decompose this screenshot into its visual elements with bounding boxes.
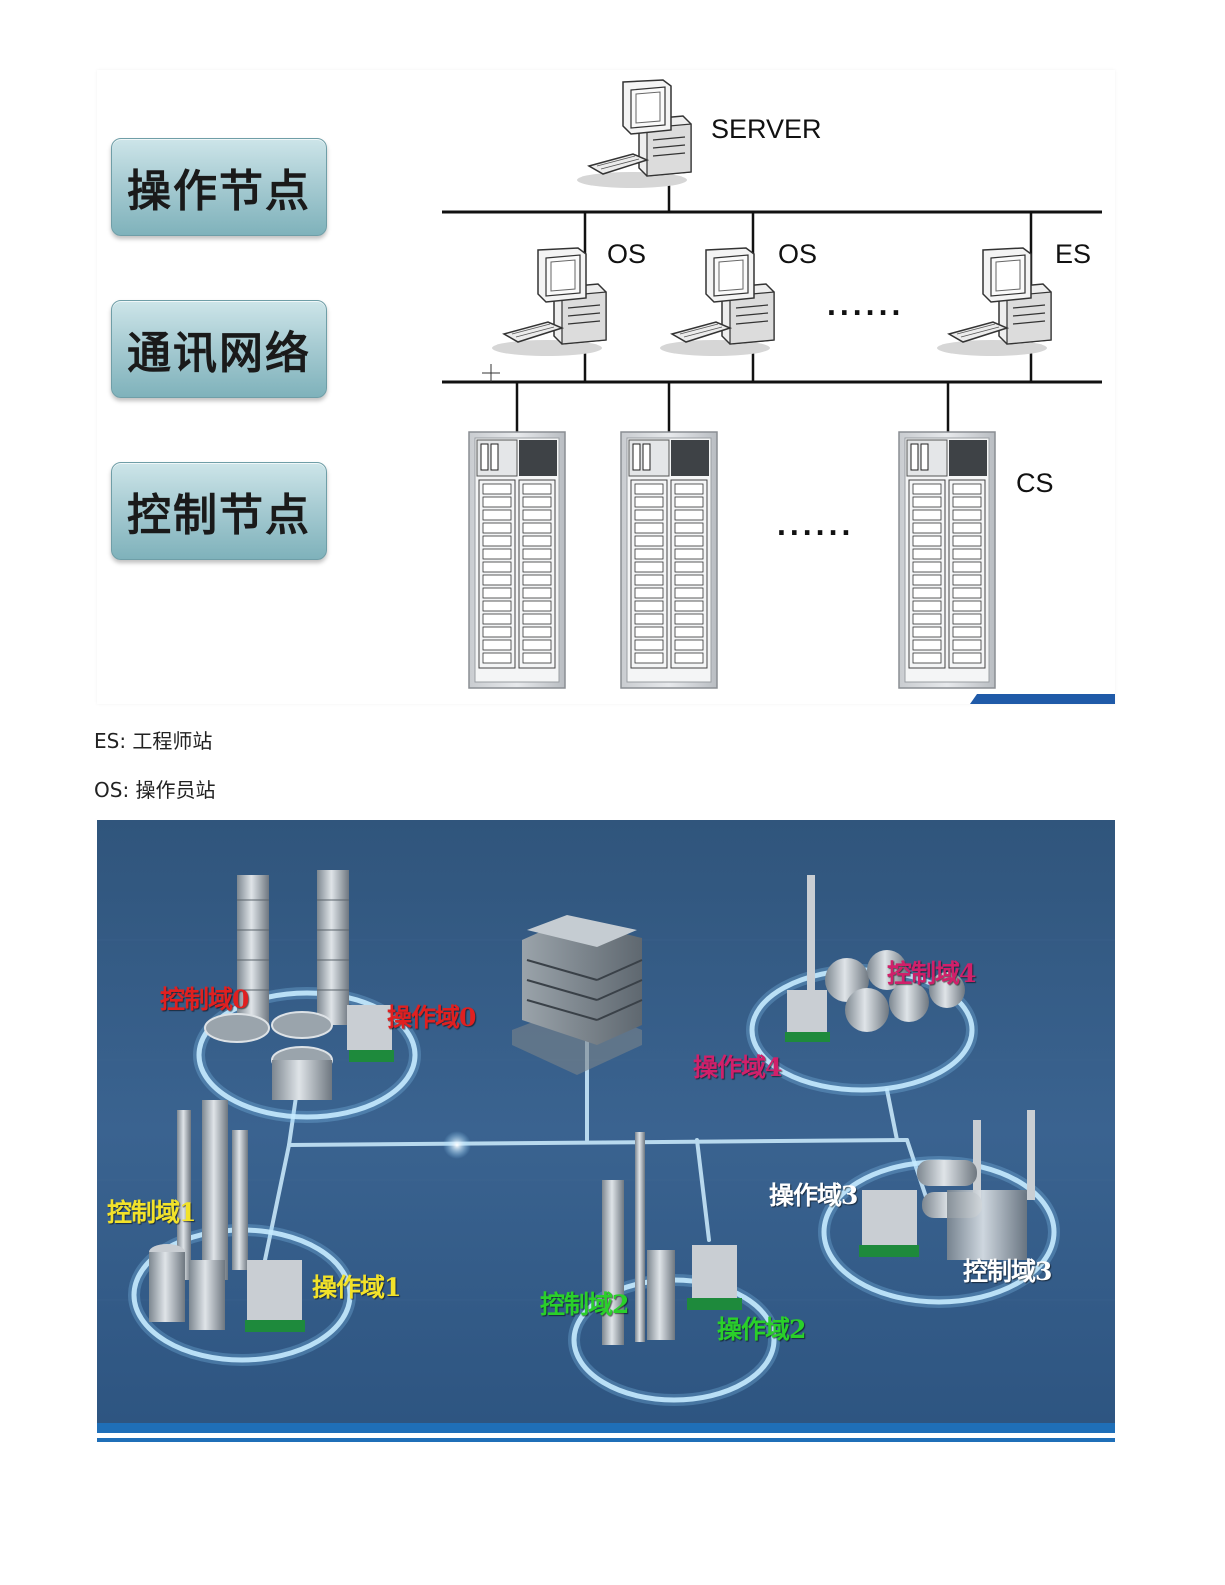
domain3-facilities: [859, 1110, 1035, 1260]
es-label: ES: [1055, 239, 1091, 269]
control-cabinet-2: [621, 432, 717, 688]
label-operation-domain-2: 操作域2: [717, 1310, 805, 1346]
label-operation-domain-4: 操作域4: [693, 1048, 781, 1084]
os-computer-icon-2: [660, 248, 774, 356]
control-cabinet-3: [899, 432, 995, 688]
server-computer-icon: [577, 80, 691, 188]
label-control-domain-0: 控制域0: [160, 980, 248, 1016]
label-control-domain-3: 控制域3: [963, 1252, 1051, 1288]
legend-os: OS: 操作员站: [94, 774, 216, 803]
network-architecture-diagram: 操作节点 通讯网络 控制节点: [97, 70, 1115, 704]
label-operation-domain-3: 操作域3: [769, 1176, 857, 1212]
server-label: SERVER: [711, 114, 822, 144]
cursor-crosshair-icon: [482, 364, 500, 382]
plant-domain-illustration: 控制域0 操作域0 控制域4 操作域4 控制域1 操作域1 控制域2 操作域2 …: [97, 820, 1115, 1442]
control-cabinet-1: [469, 432, 565, 688]
label-control-domain-2: 控制域2: [540, 1285, 628, 1321]
label-control-domain-1: 控制域1: [107, 1193, 195, 1229]
legend-es: ES: 工程师站: [94, 725, 212, 754]
label-operation-domain-0: 操作域0: [387, 998, 475, 1034]
label-control-domain-4: 控制域4: [887, 954, 975, 990]
cs-label: CS: [1016, 468, 1054, 498]
network-topology: SERVER OS OS ES CS ...... ......: [97, 70, 1115, 704]
os-label-1: OS: [607, 239, 646, 269]
es-computer-icon: [937, 248, 1051, 356]
plant-scene: [97, 820, 1115, 1442]
label-operation-domain-1: 操作域1: [312, 1268, 400, 1304]
ellipsis-stations: ......: [827, 286, 904, 322]
os-computer-icon-1: [492, 248, 606, 356]
ellipsis-controllers: ......: [777, 506, 854, 542]
central-building: [512, 915, 642, 1075]
os-label-2: OS: [778, 239, 817, 269]
